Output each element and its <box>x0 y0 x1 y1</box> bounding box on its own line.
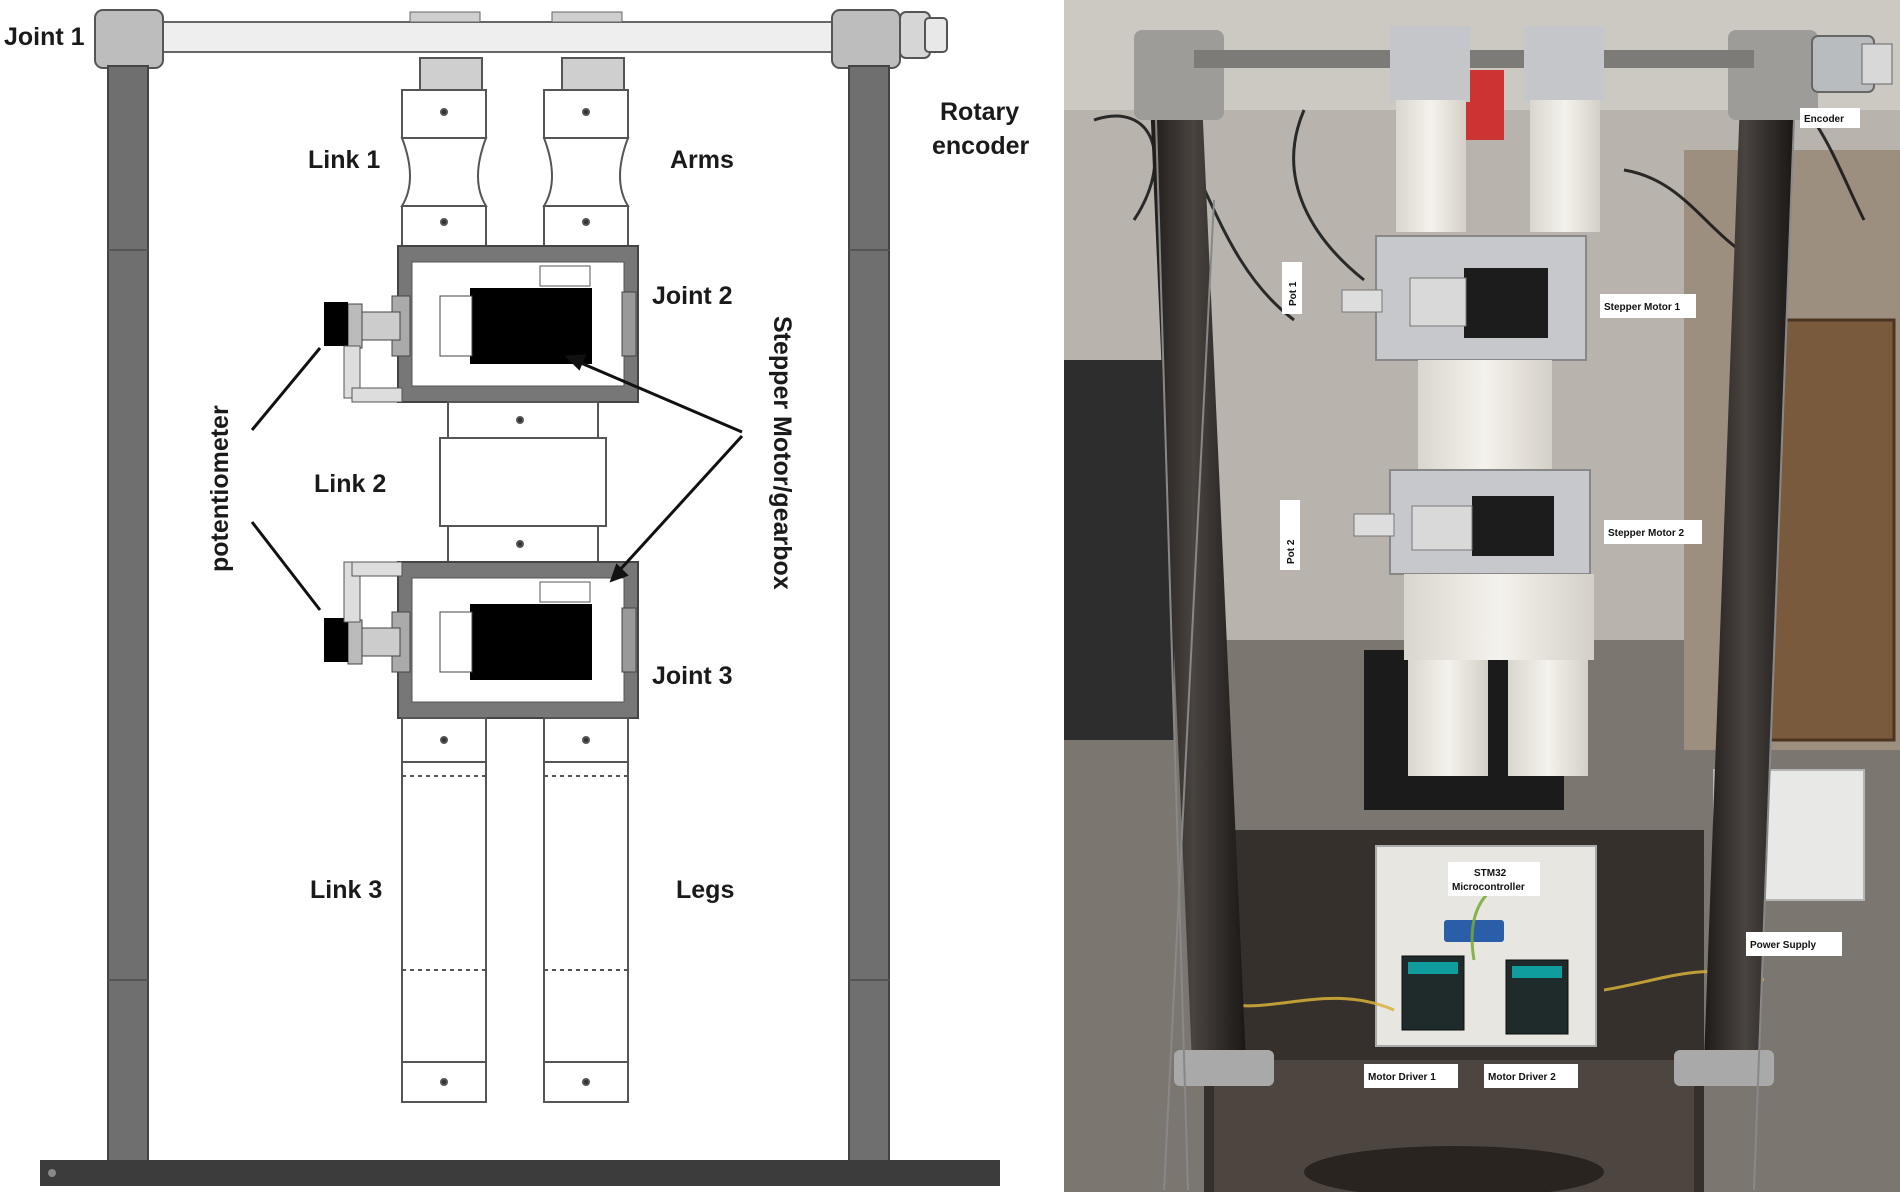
cad-diagram: Joint 1 Rotary encoder Link 1 Arms Joint… <box>4 9 1030 1186</box>
label-driver1: Motor Driver 1 <box>1368 1072 1436 1083</box>
robot-joint3 <box>1353 469 1591 575</box>
label-encoder: Encoder <box>1804 114 1844 125</box>
label-joint3: Joint 3 <box>652 662 733 690</box>
arm-links <box>400 57 630 247</box>
label-potentiometer: potentiometer <box>206 405 234 572</box>
label-power-supply: Power Supply <box>1750 940 1817 951</box>
robot-link2 <box>1418 360 1552 478</box>
label-microcontroller: Microcontroller <box>1452 882 1525 893</box>
left-frame-post <box>107 65 149 1167</box>
label-pot2: Pot 2 <box>1286 539 1297 564</box>
carbon-poles <box>1134 30 1818 1086</box>
label-stepper1: Stepper Motor 1 <box>1604 302 1681 313</box>
label-stm32: STM32 <box>1474 868 1507 879</box>
callout-lines <box>250 347 744 611</box>
joint3-housing <box>324 561 639 719</box>
label-legs: Legs <box>676 876 734 904</box>
right-frame-post <box>848 65 890 1167</box>
label-rotary-encoder-1: Rotary <box>940 98 1019 126</box>
robot-joint2 <box>1341 235 1587 361</box>
label-arms: Arms <box>670 146 734 174</box>
top-rod <box>1194 50 1754 68</box>
photo-labels: Encoder Pot 1 Stepper Motor 1 Pot 2 Step… <box>1280 108 1860 1088</box>
label-stepper2: Stepper Motor 2 <box>1608 528 1685 539</box>
photo-panel: Encoder Pot 1 Stepper Motor 1 Pot 2 Step… <box>1064 0 1900 1192</box>
label-joint2: Joint 2 <box>652 282 733 310</box>
label-joint1: Joint 1 <box>4 23 85 51</box>
label-pot1: Pot 1 <box>1288 281 1299 306</box>
leg-links <box>401 717 629 1103</box>
label-link2: Link 2 <box>314 470 386 498</box>
top-axle-bar <box>94 9 948 69</box>
robot-legs <box>1404 574 1594 776</box>
label-stepper-motor: Stepper Motor/gearbox <box>768 316 796 590</box>
label-driver2: Motor Driver 2 <box>1488 1072 1556 1083</box>
link2-body <box>439 401 607 563</box>
label-rotary-encoder-2: encoder <box>932 132 1030 160</box>
base-plate <box>40 1160 1000 1186</box>
label-link1: Link 1 <box>308 146 380 174</box>
robot-arms <box>1390 26 1604 232</box>
label-link3: Link 3 <box>310 876 382 904</box>
